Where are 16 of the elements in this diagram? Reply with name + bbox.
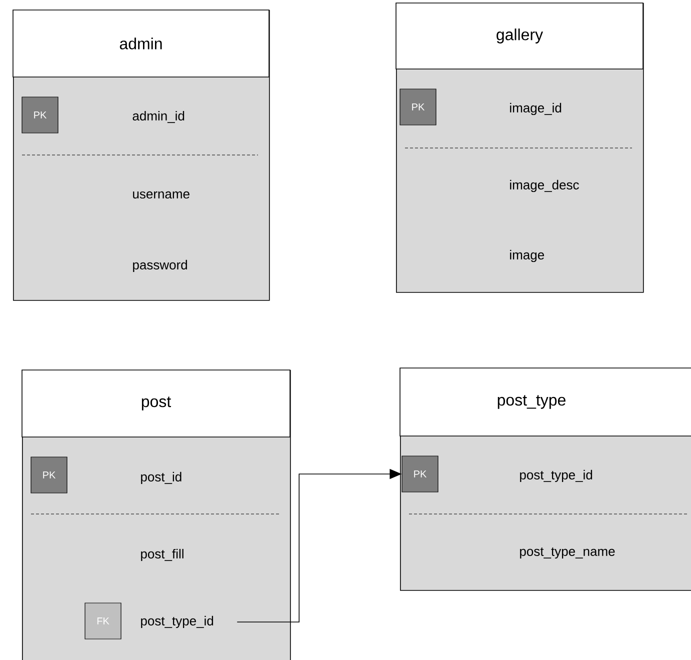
field-name: post_type_name — [520, 547, 615, 559]
field-name: post_type_id — [141, 616, 214, 628]
key-badge: PK — [400, 88, 436, 126]
field-name: password — [133, 260, 187, 272]
field-name: username — [133, 191, 190, 199]
key-badge: FK — [84, 602, 122, 640]
key-badge: PK — [402, 456, 438, 492]
field-name: image — [510, 250, 544, 262]
field-name: post_id — [141, 472, 182, 484]
field-name: post_fill — [141, 548, 184, 562]
field-name: image_desc — [510, 180, 579, 192]
field-name: image_id — [510, 102, 562, 116]
field-name: admin_id — [132, 111, 184, 123]
key-badge: PK — [30, 456, 68, 494]
key-badge: PK — [22, 96, 58, 134]
field-name: post_type_id — [520, 470, 592, 482]
